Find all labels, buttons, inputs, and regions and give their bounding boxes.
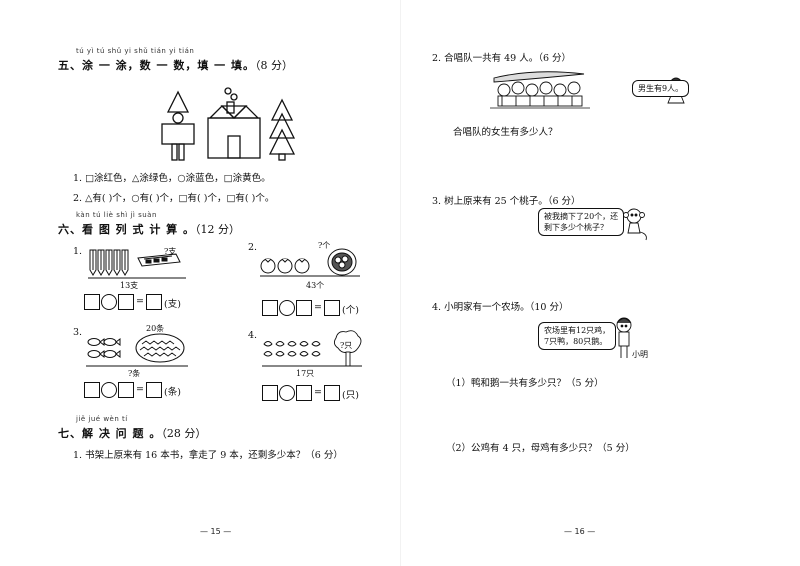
problem4-total-label: 17只 <box>296 369 315 378</box>
problem1-number: 1. <box>73 246 83 257</box>
fruit-illustration <box>260 248 360 277</box>
pencils-illustration <box>88 249 186 279</box>
page-number-right: — 16 — <box>564 527 596 536</box>
figure-body <box>161 123 195 145</box>
problem3-answer-box-2[interactable] <box>118 382 134 398</box>
right-q3-text: 3. 树上原来有 25 个桃子。（6 分） <box>432 196 581 207</box>
shapes-illustration <box>161 87 296 161</box>
figure-circle <box>172 112 184 124</box>
problem2-unit: (个) <box>342 305 359 316</box>
problem1-operator-circle[interactable] <box>101 294 117 310</box>
section5-pinyin: tú yì tú shǔ yi shǔ tián yi tián <box>76 47 195 55</box>
problem3-number: 3. <box>73 327 83 338</box>
problem4-operator-circle[interactable] <box>279 385 295 401</box>
problem3-unit: (条) <box>164 387 181 398</box>
page-gutter <box>400 0 401 566</box>
problem2-total-label: 43个 <box>306 281 325 290</box>
problem4-question-label: ?只 <box>340 341 353 350</box>
monkey-illustration <box>623 208 647 241</box>
problem1-answer-box-2[interactable] <box>118 294 134 310</box>
problem1-unit: (支) <box>164 299 181 310</box>
equals-sign: = <box>314 302 322 313</box>
problem2-answer-box-1[interactable] <box>262 300 278 316</box>
birds-illustration <box>262 330 362 367</box>
problem3-total-label: 20条 <box>146 324 165 333</box>
right-q4-sub1: （1）鸭和鹅一共有多少只？（5 分） <box>446 378 604 389</box>
section5-title: 五、涂 一 涂，数 一 数，填 一 填。（8 分） <box>58 59 293 72</box>
right-q4-text: 4. 小明家有一个农场。（10 分） <box>432 302 569 313</box>
problem2-number: 2. <box>248 242 258 253</box>
right-q4-sub2: （2）公鸡有 4 只，母鸡有多少只？（5 分） <box>446 443 635 454</box>
problem2-question-label: ?个 <box>318 241 331 250</box>
problem1-total-label: 13支 <box>120 281 139 290</box>
section7-title: 七、解 决 问 题 。（28 分） <box>58 427 207 440</box>
section5-q1: 1. □涂红色，△涂绿色，○涂蓝色，□涂黄色。 <box>73 173 271 184</box>
problem1-answer-box-3[interactable] <box>146 294 162 310</box>
figure-triangle <box>166 90 190 113</box>
problem4-unit: (只) <box>342 390 359 401</box>
problem4-answer-box-2[interactable] <box>296 385 312 401</box>
problem2-answer-box-3[interactable] <box>324 300 340 316</box>
problem3-answer-box-3[interactable] <box>146 382 162 398</box>
xiaoming-illustration <box>616 317 632 358</box>
problem4-answer-box-1[interactable] <box>262 385 278 401</box>
fish-illustration <box>86 333 188 367</box>
right-q2-text: 2. 合唱队一共有 49 人。（6 分） <box>432 53 572 64</box>
problem1-answer-box-1[interactable] <box>84 294 100 310</box>
problem3-operator-circle[interactable] <box>101 382 117 398</box>
xiaoming-name: 小明 <box>632 350 648 359</box>
section6-title: 六、看 图 列 式 计 算 。（12 分） <box>58 223 240 236</box>
section5-q2: 2. △有( )个，○有( )个，□有( )个，□有( )个。 <box>73 193 275 204</box>
right-q2-question: 合唱队的女生有多少人？ <box>453 127 558 138</box>
equals-sign: = <box>136 384 144 395</box>
equals-sign: = <box>314 387 322 398</box>
problem3-question-label: ?条 <box>128 369 141 378</box>
problem4-number: 4. <box>248 330 258 341</box>
problem1-question-label: ?支 <box>164 247 177 256</box>
section7-pinyin: jiě jué wèn tí <box>76 415 128 423</box>
q4-speech-bubble: 农场里有12只鸡， 7只鸭，80只鹅。 <box>538 322 617 350</box>
problem4-answer-box-3[interactable] <box>324 385 340 401</box>
q3-speech-bubble: 被我摘下了20个，还 剩下多少个桃子？ <box>538 208 625 236</box>
page-number-left: — 15 — <box>200 527 232 536</box>
section6-pinyin: kàn tú liè shì jì suàn <box>76 211 157 219</box>
house-body <box>207 117 261 159</box>
equals-sign: = <box>136 296 144 307</box>
problem3-answer-box-1[interactable] <box>84 382 100 398</box>
q2-speech-bubble: 男生有9人。 <box>632 80 690 97</box>
problem2-answer-box-2[interactable] <box>296 300 312 316</box>
problem2-operator-circle[interactable] <box>279 300 295 316</box>
section7-q1: 1. 书架上原来有 16 本书，拿走了 9 本，还剩多少本？（6 分） <box>73 450 343 461</box>
